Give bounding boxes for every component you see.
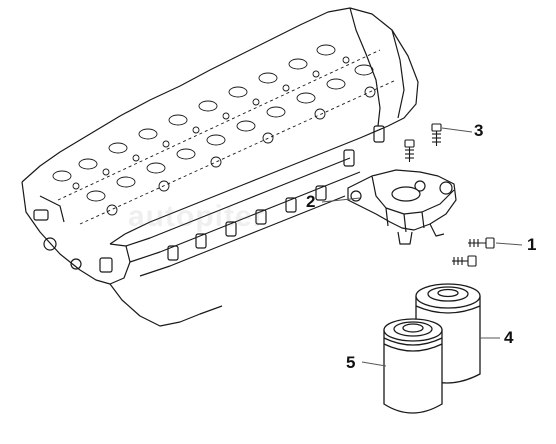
bolt-upper-left	[404, 139, 415, 162]
leader-3	[441, 127, 473, 133]
filter-head-bracket	[347, 169, 457, 245]
bolt-side-right	[468, 237, 495, 249]
cylinder-head	[21, 7, 419, 327]
callout-1: 1	[527, 235, 537, 254]
leader-lines	[321, 127, 523, 367]
callout-4: 4	[504, 328, 514, 347]
callout-5: 5	[346, 353, 356, 372]
leader-1	[495, 242, 523, 246]
filter-cartridge-front	[383, 318, 443, 414]
callout-3: 3	[474, 121, 484, 140]
head-side-bosses	[167, 125, 385, 261]
bolt-upper-right	[431, 123, 442, 146]
watermark: autopiter	[128, 200, 266, 233]
bolt-side-left	[452, 255, 477, 267]
leader-2	[321, 197, 361, 203]
head-top-valve-details	[52, 44, 397, 225]
leader-5	[361, 361, 387, 367]
callout-2: 2	[306, 192, 316, 211]
